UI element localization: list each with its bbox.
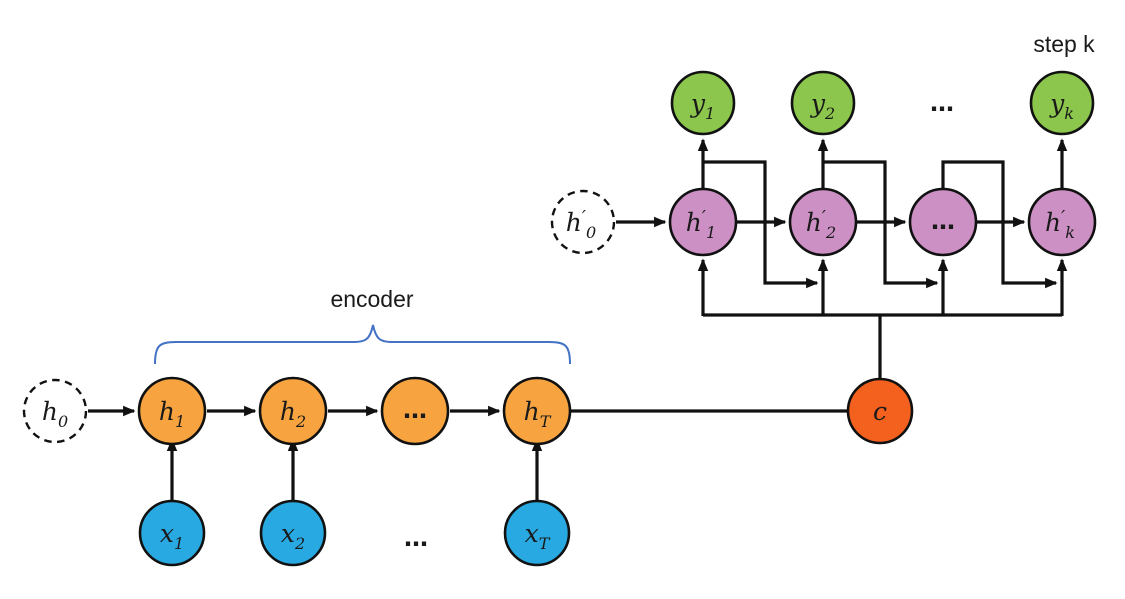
output-y2-circle <box>790 70 856 136</box>
decoder-h2p-label: h′2 <box>806 207 836 242</box>
encoder-ellipsis-label: … <box>403 396 427 424</box>
output-y1-circle <box>670 70 736 136</box>
input-x1-circle <box>138 499 206 567</box>
output-yk-circle <box>1029 70 1095 136</box>
node-decoder-h2p: h′2 <box>788 187 858 257</box>
output-row-ellipsis: … <box>930 89 954 117</box>
decoder-h1p-circle <box>668 187 738 257</box>
output-y1-label: y1 <box>690 89 715 123</box>
step-k-caption: step k <box>1033 31 1095 57</box>
node-encoder-h2: h2 <box>258 376 328 446</box>
input-x2-label: x2 <box>281 519 305 553</box>
encoder-h0-label: h0 <box>42 397 68 431</box>
encoder-brace-icon <box>154 324 571 365</box>
node-input-x2: x2 <box>259 499 327 567</box>
feedback-y1-h2p <box>703 160 819 289</box>
input-row-ellipsis: … <box>404 524 428 552</box>
edges <box>88 138 1068 500</box>
node-encoder-hT: hT <box>502 376 572 446</box>
context-c-circle <box>846 377 914 445</box>
feedback-hdotsp-hkp <box>941 160 1058 289</box>
node-input-x1: x1 <box>138 499 206 567</box>
decoder-h1p-label: h′1 <box>686 207 716 242</box>
node-output-yk: yk <box>1029 70 1095 136</box>
input-x1-label: x1 <box>160 519 184 553</box>
input-xT-circle <box>503 499 571 567</box>
context-c-label: c <box>873 397 887 426</box>
node-context-c: c <box>846 377 914 445</box>
feedback-y2-hdotsp <box>823 160 939 289</box>
encoder-h1-circle <box>137 376 207 446</box>
encoder-hT-label: hT <box>524 397 552 431</box>
node-decoder-ellipsis: … <box>908 187 978 257</box>
decoder-h2p-circle <box>788 187 858 257</box>
node-decoder-initial-h0p: h′0 <box>550 189 616 255</box>
node-decoder-h1p: h′1 <box>668 187 738 257</box>
decoder-h0p-circle <box>550 189 616 255</box>
node-output-y2: y2 <box>790 70 856 136</box>
encoder-h2-label: h2 <box>280 397 306 431</box>
decoder-h0p-label: h′0 <box>566 207 596 242</box>
encoder-h1-label: h1 <box>159 397 185 431</box>
decoder-hkp-label: h′k <box>1045 207 1075 242</box>
encoder-caption: encoder <box>330 286 413 312</box>
encoder-ellipsis-circle <box>380 376 450 446</box>
input-x2-circle <box>259 499 327 567</box>
node-encoder-ellipsis: … <box>380 376 450 446</box>
node-output-y1: y1 <box>670 70 736 136</box>
node-encoder-initial-h0: h0 <box>22 378 88 444</box>
input-xT-label: xT <box>525 519 551 553</box>
decoder-ellipsis-label: … <box>931 207 955 235</box>
encoder-h0-circle <box>22 378 88 444</box>
output-y2-label: y2 <box>810 89 835 123</box>
output-yk-label: yk <box>1049 89 1074 123</box>
encoder-hT-circle <box>502 376 572 446</box>
encoder-h2-circle <box>258 376 328 446</box>
decoder-ellipsis-circle <box>908 187 978 257</box>
node-decoder-hkp: h′k <box>1027 187 1097 257</box>
node-input-xT: xT <box>503 499 571 567</box>
node-encoder-h1: h1 <box>137 376 207 446</box>
decoder-hkp-circle <box>1027 187 1097 257</box>
